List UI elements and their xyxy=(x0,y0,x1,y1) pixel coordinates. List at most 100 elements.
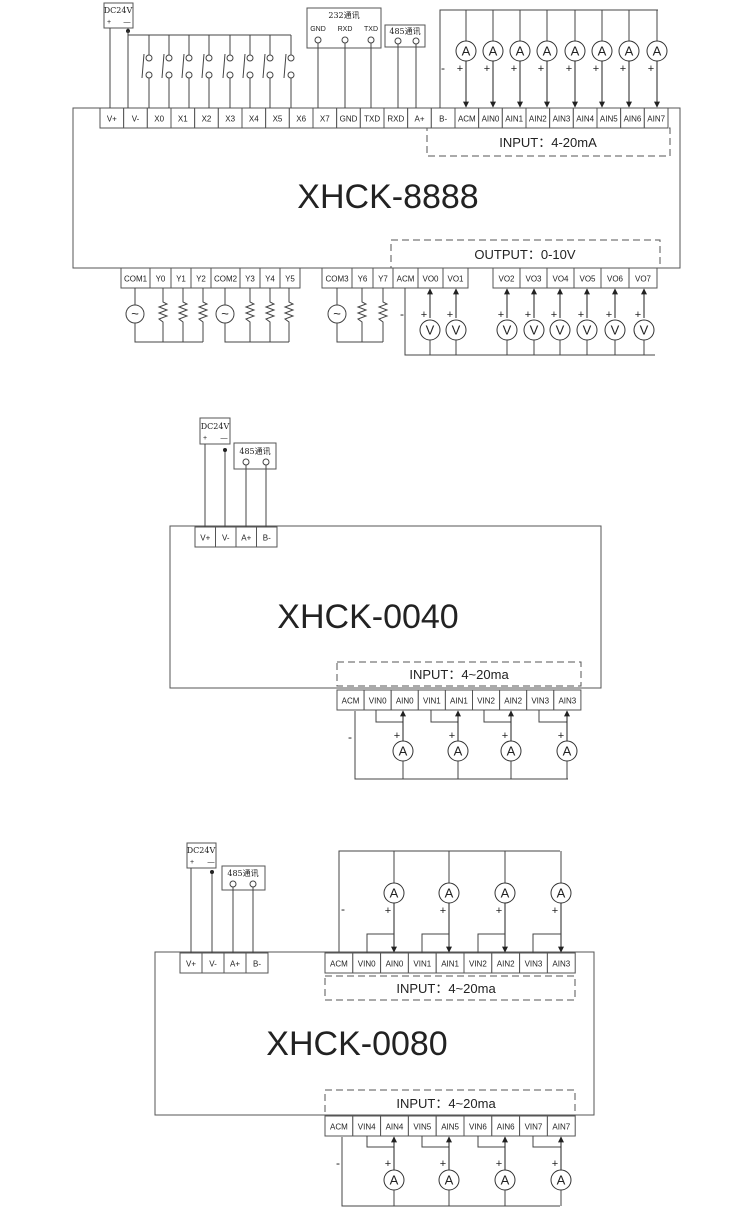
terminal-ain3: AIN3 xyxy=(546,952,576,974)
module-body xyxy=(72,107,681,269)
terminal-label: VIN5 xyxy=(413,1123,431,1132)
terminal-v: V- xyxy=(201,952,225,974)
power-supply-label: DC24V xyxy=(201,422,230,431)
terminal-label: VO0 xyxy=(422,275,439,284)
plus-mark: + xyxy=(566,63,572,75)
terminal-ain3: AIN3 xyxy=(553,689,582,711)
voltmeter-vo6-symbol: V xyxy=(611,323,620,338)
load-wire-group2 xyxy=(224,288,289,343)
vin-ain-bridge xyxy=(430,710,458,723)
terminal-label: AIN7 xyxy=(552,1123,570,1132)
power-wires xyxy=(204,444,226,527)
ac-source-symbol: ~ xyxy=(221,306,229,321)
resistor-zigzag xyxy=(356,288,368,342)
rs232-pin-gnd: GND xyxy=(310,26,326,33)
voltmeter-group: V+V+V+V+V+V+V+V+ xyxy=(419,288,655,355)
voltmeter-vo4: V+ xyxy=(549,309,571,341)
terminal-label: AIN3 xyxy=(552,960,570,969)
terminal-label: AIN3 xyxy=(558,697,576,706)
lower-ammeter-bus xyxy=(341,1137,560,1207)
module-title: XHCK-0080 xyxy=(266,1025,447,1063)
terminal-b: B- xyxy=(256,526,278,548)
voltmeter-vo7-symbol: V xyxy=(640,323,649,338)
switch-lever xyxy=(161,53,165,79)
ammeter-ain2-symbol: A xyxy=(501,886,510,901)
terminal-label: ACM xyxy=(458,115,476,124)
module-body xyxy=(169,525,602,689)
terminal-ain5: AIN5 xyxy=(435,1115,465,1137)
terminal-cell xyxy=(628,267,658,289)
vin-ain-bridge xyxy=(538,710,567,723)
resistor-zigzag xyxy=(177,288,189,342)
terminal-txd: TXD xyxy=(359,107,385,129)
vin-ain-bridge xyxy=(477,1136,505,1148)
terminal-label: X0 xyxy=(154,115,164,124)
terminal-label: VO7 xyxy=(635,275,652,284)
terminal-vin5: VIN5 xyxy=(407,1115,437,1137)
resistor-y4 xyxy=(264,288,276,342)
switch-contact xyxy=(185,71,193,79)
terminal-label: AIN6 xyxy=(497,1123,515,1132)
terminal-vo0: VO0 xyxy=(417,267,444,289)
terminal-label: VIN2 xyxy=(469,960,487,969)
output-loads: ~~~ xyxy=(125,288,389,343)
switch-x1 xyxy=(161,35,173,108)
module-title: XHCK-0040 xyxy=(277,598,458,636)
plus-mark: + xyxy=(496,905,502,917)
terminal-com1: COM1 xyxy=(120,267,151,289)
terminal-cell xyxy=(245,952,269,974)
ammeter-ain5-symbol: A xyxy=(445,1173,454,1188)
terminal-y4: Y4 xyxy=(259,267,281,289)
ac-source-circle xyxy=(215,304,235,324)
terminal-b: B- xyxy=(430,107,456,129)
diagram-xhck-0080: XHCK-0080 INPUT：4~20ma INPUT：4~20ma V+V-… xyxy=(154,842,595,1207)
ac-source-circle xyxy=(327,304,347,324)
terminal-label: AIN4 xyxy=(386,1123,404,1132)
voltmeter-common-bus xyxy=(404,288,655,356)
plus-mark: + xyxy=(558,730,564,742)
ammeter-group: A+A+A+A+ xyxy=(375,710,578,779)
terminal-cell xyxy=(256,526,278,548)
terminal-vin3: VIN3 xyxy=(526,689,555,711)
terminal-label: X2 xyxy=(202,115,212,124)
voltmeter-vo5-symbol: V xyxy=(583,323,592,338)
switch-x5 xyxy=(242,35,254,108)
terminal-label: Y7 xyxy=(378,275,388,284)
terminal-label: A+ xyxy=(414,115,424,124)
terminal-label: VIN7 xyxy=(525,1123,543,1132)
terminal-x7: X7 xyxy=(312,107,338,129)
resistor-y0 xyxy=(157,288,169,342)
power-minus-mark: — xyxy=(124,19,131,26)
power-supply-label: DC24V xyxy=(187,846,216,855)
ammeter-ain3-symbol: A xyxy=(543,44,552,59)
terminal-a: A+ xyxy=(235,526,257,548)
resistor-y3 xyxy=(244,288,256,342)
terminal-v: V+ xyxy=(179,952,203,974)
plus-mark: + xyxy=(440,905,446,917)
ammeter-ain2-symbol: A xyxy=(507,744,516,759)
ammeter-ain0: A+ xyxy=(383,882,405,917)
plus-mark: + xyxy=(552,905,558,917)
terminal-x1: X1 xyxy=(170,107,196,129)
vin-ain-bridge xyxy=(375,710,403,723)
resistor-zigzag xyxy=(283,288,295,342)
terminal-ain5: AIN5 xyxy=(596,107,622,129)
ammeter-ain4-symbol: A xyxy=(571,44,580,59)
input-zone xyxy=(336,661,582,687)
terminal-ain0: AIN0 xyxy=(390,689,419,711)
terminal-label: Y5 xyxy=(285,275,295,284)
resistor-zigzag xyxy=(264,288,276,342)
ammeter-ain2: A+ xyxy=(509,40,531,75)
terminal-label: AIN2 xyxy=(497,960,515,969)
resistor-y1 xyxy=(177,288,189,342)
switch-common-wire xyxy=(127,31,291,36)
terminal-com2: COM2 xyxy=(210,267,241,289)
terminal-cell xyxy=(553,689,582,711)
terminal-label: VO4 xyxy=(552,275,569,284)
terminal-vo7: VO7 xyxy=(628,267,658,289)
terminal-vo2: VO2 xyxy=(492,267,521,289)
plus-mark: + xyxy=(635,309,641,321)
vin-ain-bridge xyxy=(366,1136,394,1148)
terminal-label: ACM xyxy=(330,960,348,969)
